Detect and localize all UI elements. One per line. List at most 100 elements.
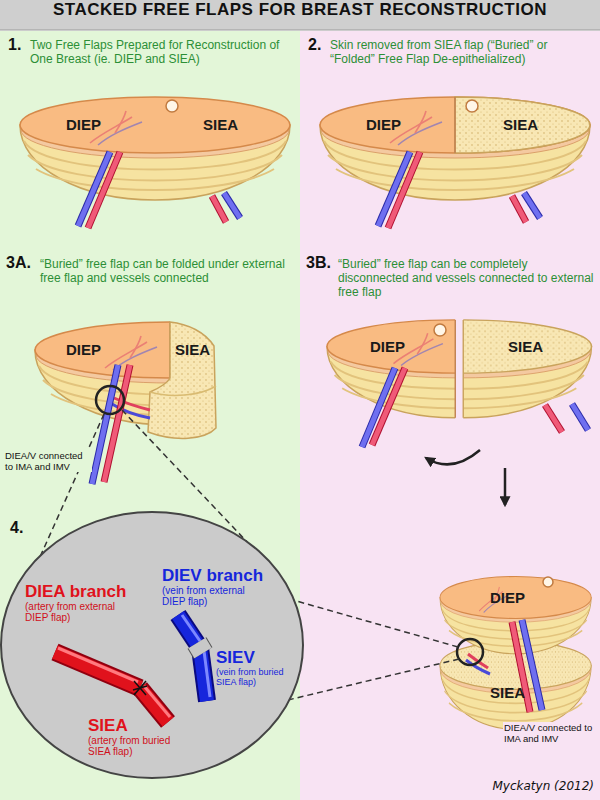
step-description: Two Free Flaps Prepared for Reconstructi… xyxy=(30,38,296,66)
flap-label: SIEA xyxy=(503,116,538,133)
flap-pair-2-part xyxy=(320,97,590,200)
folded-flap-3a-part-part xyxy=(35,322,170,425)
vessel-anastomosis-part-part xyxy=(197,643,203,653)
flap-pair-2-part-part xyxy=(320,97,590,153)
separated-flaps-3b-part-part xyxy=(463,320,591,418)
flap-pair-1-part xyxy=(78,152,110,226)
step-number: 3A. xyxy=(6,254,31,272)
flap-pair-1-part xyxy=(78,152,110,226)
flap-label: SIEA xyxy=(490,684,525,701)
vessel-note: DIEA/V connected to IMA and IMV xyxy=(4,450,92,472)
flap-pair-1-part xyxy=(166,100,178,112)
separated-flaps-3b-part-part-part xyxy=(463,320,591,373)
title-band xyxy=(0,0,600,30)
separated-flaps-3b-part xyxy=(335,320,592,418)
flap-pair-2-part xyxy=(524,193,540,218)
vessel-anastomosis-part-part xyxy=(144,686,170,717)
vessel-name: SIEA xyxy=(88,716,128,736)
flap-pair-2-part xyxy=(524,193,540,218)
step-number: 3B. xyxy=(306,254,331,272)
folded-flap-3a-part-part-part xyxy=(35,322,170,378)
oval-shape xyxy=(1,512,303,778)
vessel-note: (artery from external DIEP flap) xyxy=(25,601,137,623)
vessel-note: DIEA/V connected to IMA and IMV xyxy=(503,722,595,744)
zoom-leader-lines-part xyxy=(293,600,458,647)
pink-panel xyxy=(300,31,600,800)
folded-flap-3a-part xyxy=(92,365,118,484)
separated-flaps-3b xyxy=(327,320,592,505)
flap-pair-1-part-part xyxy=(20,97,290,153)
vessel-anastomosis-part xyxy=(55,615,210,722)
separated-flaps-3b-part-part xyxy=(463,320,464,418)
flap-label: SIEA xyxy=(203,116,238,133)
step-number: 2. xyxy=(308,36,321,54)
flap-pair-2-part xyxy=(378,152,410,226)
vessel-anastomosis-part-part xyxy=(178,615,200,648)
flap-pair-1-part xyxy=(212,196,226,222)
flap-pair-1-part xyxy=(20,97,290,200)
vessel-note: (vein from external DIEP flap) xyxy=(162,585,262,607)
flap-pair-2-part xyxy=(466,100,478,112)
flap-pair-2-part xyxy=(512,196,526,222)
flap-label: SIEA xyxy=(175,341,210,358)
folded-flap-3a-part xyxy=(92,365,118,484)
step-description: “Buried” free flap can be folded under e… xyxy=(40,257,296,285)
stacked-flaps-part xyxy=(457,639,483,665)
separated-flaps-3b-part xyxy=(545,405,562,432)
folded-flap-3a-part xyxy=(148,322,216,438)
separated-flaps-3b-part xyxy=(545,405,562,432)
flap-pair-2-part xyxy=(378,152,410,226)
folded-flap-3a-part xyxy=(150,386,216,395)
flap-label: DIEP xyxy=(66,116,101,133)
folded-flap-3a-part-part-part xyxy=(105,336,157,370)
separated-flaps-3b-part xyxy=(572,404,588,430)
flap-label: DIEP xyxy=(66,341,101,358)
folded-flap-3a-part xyxy=(96,386,124,414)
down-arrow xyxy=(504,468,507,505)
vessel-anastomosis-part-part xyxy=(58,648,138,682)
separated-flaps-3b-part xyxy=(362,368,395,447)
separated-flaps-3b-part xyxy=(362,368,395,447)
separated-flaps-3b-part-part xyxy=(455,320,456,418)
vessel-note: (vein from buried SIEA flap) xyxy=(216,667,294,687)
vessel-name: DIEA branch xyxy=(25,582,126,602)
flap-pair-1 xyxy=(20,97,290,228)
stacked-flaps-part xyxy=(543,577,553,587)
flap-pair-2 xyxy=(320,97,590,228)
step-number: 1. xyxy=(8,36,21,54)
flap-pair-2-part-part xyxy=(455,97,590,153)
vessel-anastomosis-part-part xyxy=(197,643,203,653)
detail-oval: 4. DIEA branch(artery from external DIEP … xyxy=(0,511,304,779)
flap-label: DIEP xyxy=(366,116,401,133)
vessel-anastomosis-part-part xyxy=(55,652,140,688)
flap-pair-1-part xyxy=(212,196,226,222)
vessel-name: SIEV xyxy=(216,648,255,668)
zoom-leader-lines-part xyxy=(288,659,459,700)
vessel-note: (artery from buried SIEA flap) xyxy=(88,735,188,757)
flap-label: SIEA xyxy=(508,338,543,355)
flap-pair-2-part xyxy=(512,196,526,222)
stacked-flaps-part-part xyxy=(440,577,591,619)
separated-flaps-3b-part xyxy=(572,404,588,430)
move-arrow xyxy=(426,450,480,464)
separated-flaps-3b-part-part-part xyxy=(327,320,455,373)
step-number: 4. xyxy=(10,519,23,537)
flap-label: DIEP xyxy=(370,338,405,355)
step-description: “Buried” free flap can be completely dis… xyxy=(338,257,594,299)
vessel-anastomosis-part-part xyxy=(178,615,200,648)
diagram-title: STACKED FREE FLAPS FOR BREAST RECONSTRUC… xyxy=(0,0,600,30)
vessel-anastomosis-part-part xyxy=(182,615,202,644)
flap-pair-1-part xyxy=(224,193,240,218)
vessel-anastomosis-part-part xyxy=(55,652,140,688)
flap-label: DIEP xyxy=(490,589,525,606)
vessel-anastomosis-part-part xyxy=(133,681,147,695)
title-rule xyxy=(0,30,600,31)
flap-pair-1-part xyxy=(224,193,240,218)
stacked-flaps xyxy=(440,577,591,730)
vessel-anastomosis-part-part xyxy=(204,651,210,697)
separated-flaps-3b-part xyxy=(434,324,446,336)
author-credit: Myckatyn (2012) xyxy=(493,779,594,793)
step-description: Skin removed from SIEA flap (“Buried” or… xyxy=(330,38,594,66)
vessel-name: DIEV branch xyxy=(162,566,263,586)
